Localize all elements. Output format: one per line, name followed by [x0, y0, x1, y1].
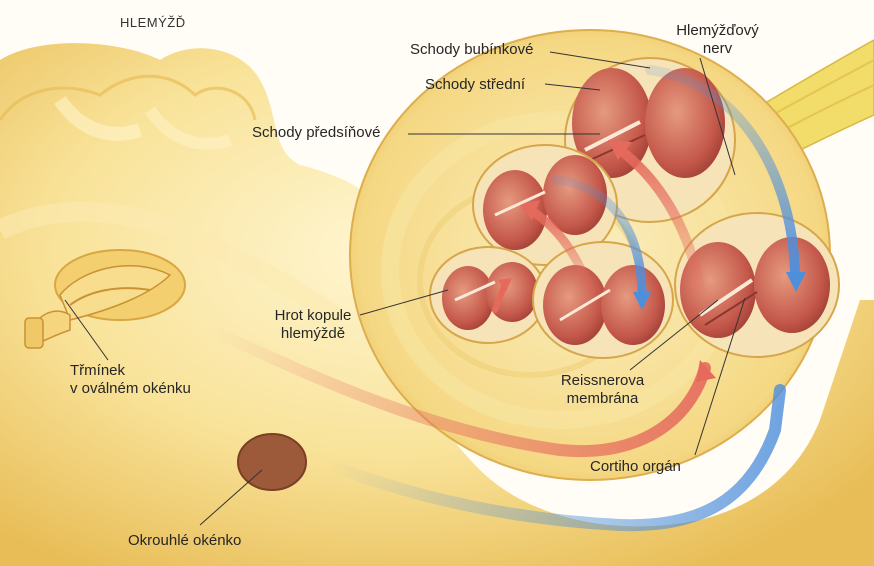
label-scala-tympani: Schody bubínkové: [410, 41, 533, 59]
label-reissner-line1: Reissnerova: [555, 372, 650, 390]
label-scala-vestibuli: Schody předsíňové: [252, 124, 380, 142]
label-stapes-line2: v oválném okénku: [70, 380, 191, 398]
apex-turn: [430, 247, 546, 343]
lower-middle-turn: [533, 242, 673, 358]
label-apex-line2: hlemýždě: [263, 325, 363, 343]
label-scala-media: Schody střední: [425, 76, 525, 94]
label-cochlear-nerve-line2: nerv: [670, 40, 765, 58]
label-cochlear-nerve: Hlemýžďový nerv: [670, 22, 765, 58]
label-corti: Cortiho orgán: [590, 458, 681, 476]
label-round-window: Okrouhlé okénko: [128, 532, 241, 550]
label-cochlear-nerve-line1: Hlemýžďový: [670, 22, 765, 40]
diagram-title: HLEMÝŽĎ: [120, 14, 186, 32]
label-reissner-line2: membrána: [555, 390, 650, 408]
label-apex: Hrot kopule hlemýždě: [263, 307, 363, 343]
label-apex-line1: Hrot kopule: [263, 307, 363, 325]
label-stapes: Třmínek v oválném okénku: [70, 362, 191, 398]
label-stapes-line1: Třmínek: [70, 362, 191, 380]
label-reissner: Reissnerova membrána: [555, 372, 650, 408]
